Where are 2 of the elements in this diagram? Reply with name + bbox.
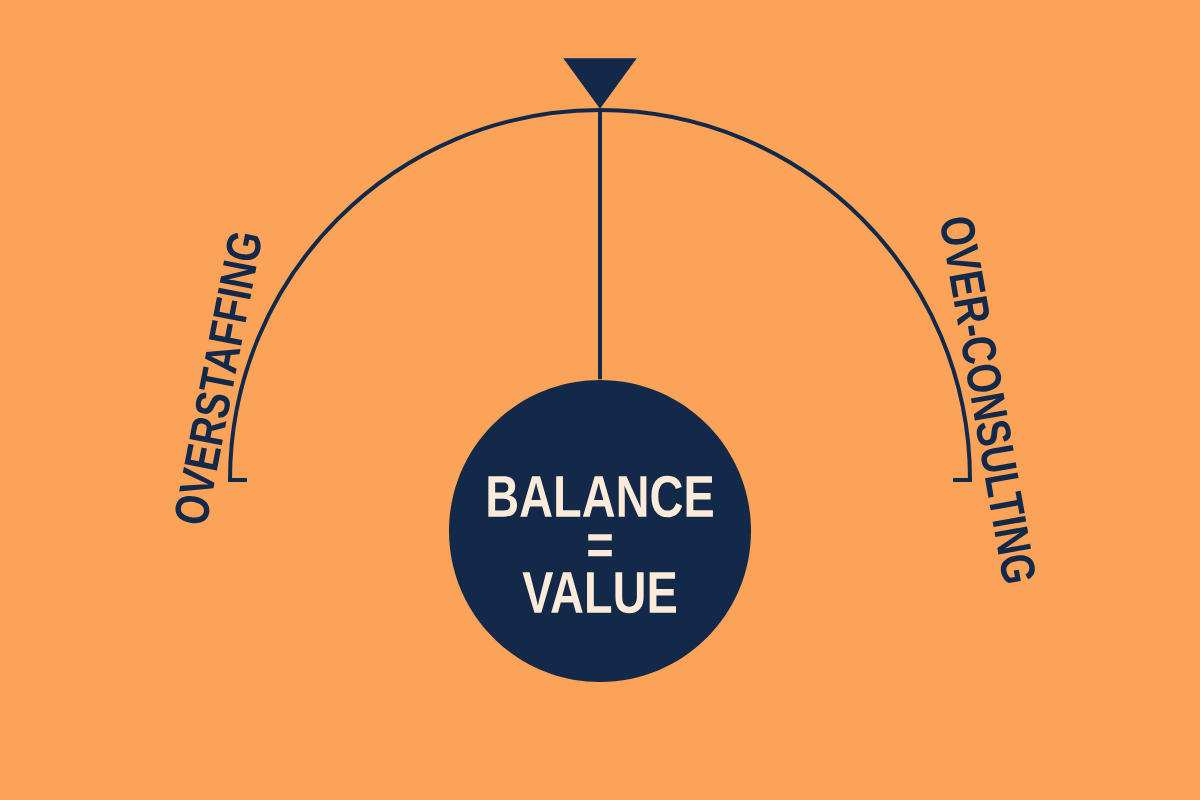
pointer-triangle: [563, 58, 637, 109]
circle-node: BALANCE = VALUE: [449, 380, 751, 682]
